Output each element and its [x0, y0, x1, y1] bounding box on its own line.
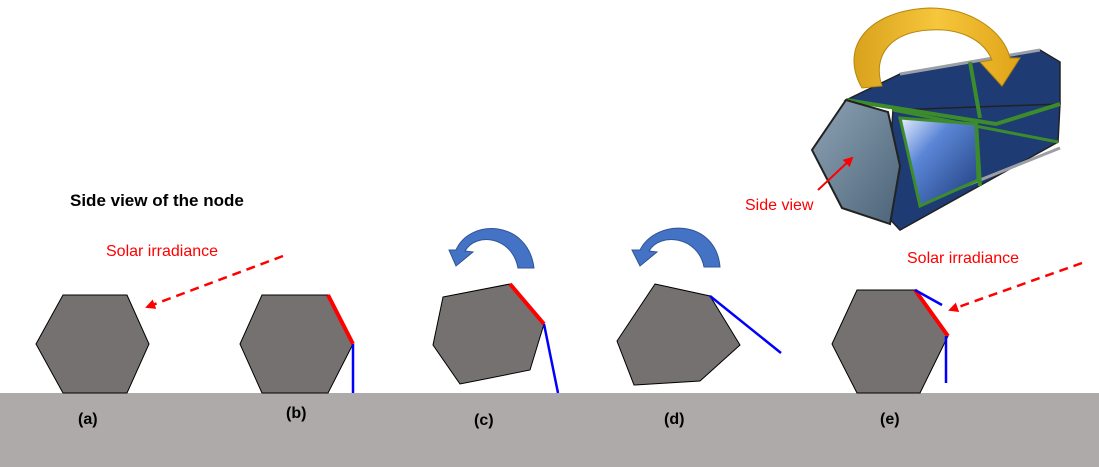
rotate-arrow-3d-icon [853, 7, 1021, 89]
panel-label-d: (d) [664, 411, 684, 428]
hexagon-node [616, 283, 741, 386]
node-d [616, 283, 782, 386]
node-c [432, 282, 560, 394]
panel-label-e: (e) [880, 411, 900, 428]
hexagon-node [35, 294, 150, 394]
solar-panel-edge [508, 282, 546, 326]
hexagon-node [831, 289, 949, 394]
ground [0, 393, 1099, 467]
panel-label-b: (b) [286, 405, 306, 422]
solar-irradiance-arrow-left [145, 254, 284, 309]
node-3d-illustration [810, 7, 1061, 231]
solar-irradiance-arrow-right [948, 261, 1083, 313]
panel-label-c: (c) [474, 412, 494, 429]
leg [542, 323, 560, 394]
solar-panel-edge [326, 294, 355, 345]
node-a [35, 294, 150, 394]
node-shiny-panel [898, 116, 980, 209]
solar-irradiance-label-right: Solar irradiance [907, 250, 1019, 267]
side-view-pointer [817, 156, 854, 191]
node-end-face [810, 98, 902, 226]
rotation-arrow-icon [448, 228, 535, 269]
diagram-title: Side view of the node [70, 191, 244, 210]
node-b [239, 294, 355, 394]
leg [709, 295, 782, 354]
panel-label-a: (a) [78, 411, 98, 428]
rotation-arrow-icon [631, 227, 721, 268]
node-frame [845, 98, 1061, 127]
hexagon-node [432, 283, 545, 385]
solar-panel-edge [913, 288, 950, 338]
node-frame [968, 61, 982, 119]
leg [914, 288, 943, 307]
solar-irradiance-label-left: Solar irradiance [106, 243, 218, 260]
node-e [831, 288, 950, 394]
side-view-label: Side view [745, 197, 814, 214]
